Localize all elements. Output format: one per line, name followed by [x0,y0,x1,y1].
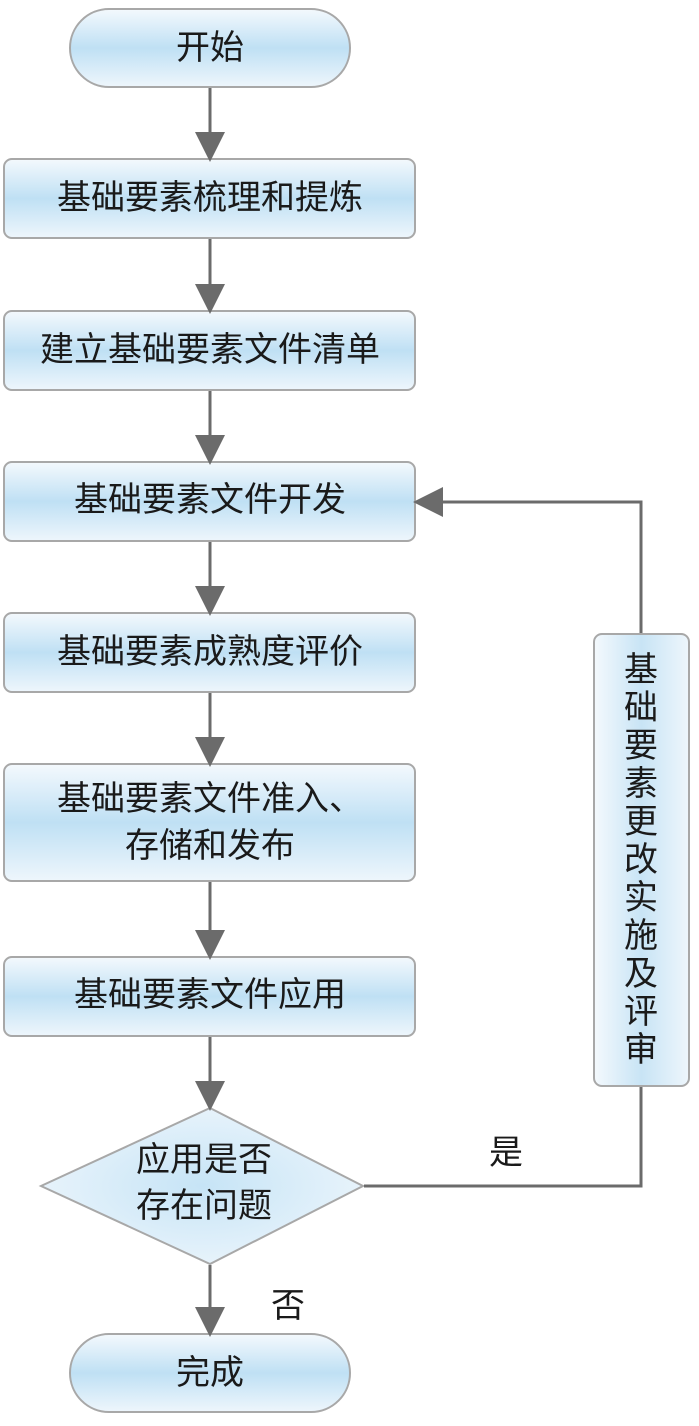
end-label: 完成 [176,1353,244,1393]
step-label-5-line-2: 存储和发布 [125,826,295,866]
feedback-label: 基 础 要 素 更 改 实 施 及 评 审 [624,650,658,1070]
feedback-line-return [413,487,643,633]
decision-label-line-1: 应用是否 [136,1140,272,1180]
yes-label: 是 [489,1133,523,1173]
feedback-box [593,633,690,1087]
step-label-3: 基础要素文件开发 [74,480,346,520]
feedback-char-7: 实 [624,878,658,918]
feedback-char-2: 础 [624,688,658,728]
step-label-4: 基础要素成熟度评价 [57,632,363,672]
feedback-char-9: 及 [624,954,658,994]
decision-label-line-2: 存在问题 [136,1186,272,1226]
feedback-char-1: 基 [624,650,658,690]
no-label: 否 [271,1286,305,1326]
step-label-2: 建立基础要素文件清单 [40,330,380,370]
feedback-line-yes [364,1087,643,1188]
step-label-1: 基础要素梳理和提炼 [57,178,363,218]
feedback-char-4: 素 [624,764,658,804]
step-label-5-line-1: 基础要素文件准入、 [57,779,363,819]
feedback-char-5: 更 [624,802,658,842]
start-terminal [69,8,351,88]
feedback-char-11: 审 [624,1030,658,1070]
start-label: 开始 [176,28,244,68]
decision-diamond [38,1106,366,1266]
step-label-6: 基础要素文件应用 [74,975,346,1015]
feedback-char-3: 要 [624,726,658,766]
feedback-char-8: 施 [624,916,658,956]
feedback-char-6: 改 [624,840,658,880]
feedback-char-10: 评 [624,992,658,1032]
